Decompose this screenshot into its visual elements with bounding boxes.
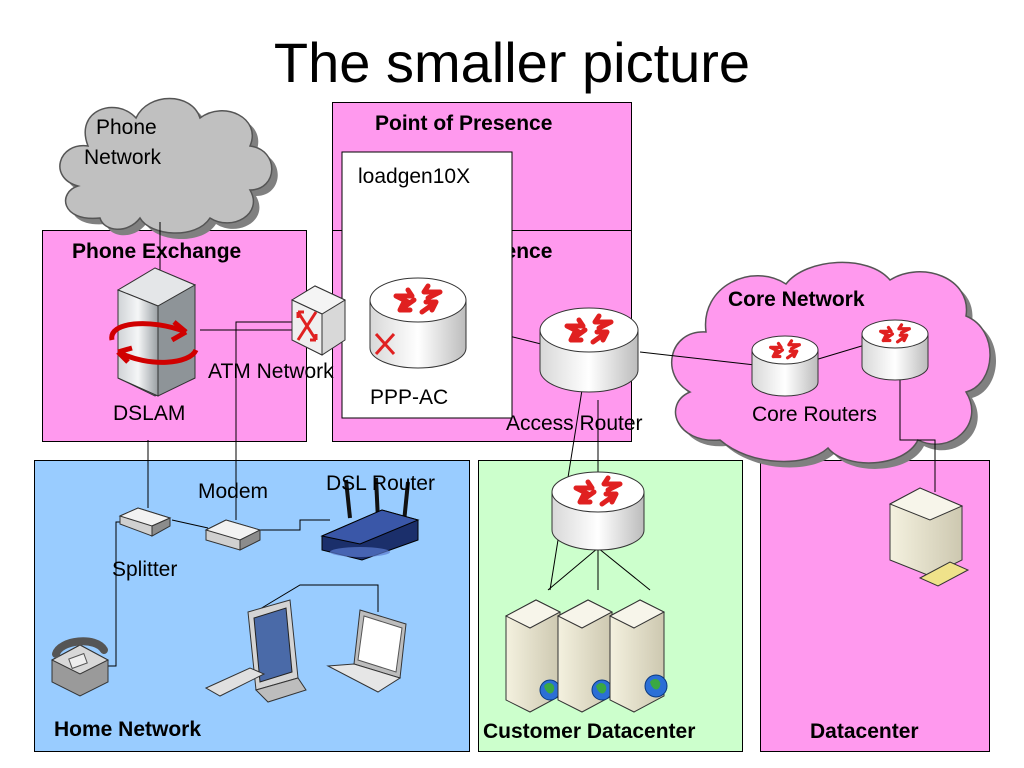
customer-router-icon <box>551 471 645 551</box>
splitter-icon <box>118 507 172 537</box>
core-router-1-icon <box>751 335 819 397</box>
telephone-icon <box>50 637 110 697</box>
dslam-icon <box>109 267 199 397</box>
dsl-router-icon <box>320 477 420 561</box>
core-network-cloud <box>671 261 997 469</box>
modem-icon <box>204 519 262 551</box>
ppp-ac-label: PPP-AC <box>370 386 449 409</box>
core-network-label: Core Network <box>728 288 865 311</box>
dsl-router-label: DSL Router <box>326 472 435 495</box>
datacenter-label: Datacenter <box>810 720 919 743</box>
datacenter-server-icon <box>888 487 970 587</box>
home-network-label: Home Network <box>54 718 202 741</box>
core-router-2-icon <box>861 319 929 381</box>
customer-server-3-icon <box>608 599 668 713</box>
phone-network-label-line1: Phone <box>96 116 157 139</box>
atm-switch-icon <box>290 285 347 356</box>
customer-server-2-icon <box>556 599 614 713</box>
slide-title: The smaller picture <box>273 31 751 94</box>
ppp-ac-router-icon <box>369 277 467 369</box>
home-network-region <box>34 460 470 752</box>
phone-network-label-line2: Network <box>84 146 162 169</box>
dslam-label: DSLAM <box>113 402 186 425</box>
pop-back-label: Point of Presence <box>375 112 553 135</box>
phone-exchange-label: Phone Exchange <box>72 240 242 263</box>
laptop-icon <box>326 609 407 693</box>
loadgen-label: loadgen10X <box>358 165 471 188</box>
phone-network-cloud <box>59 97 278 240</box>
core-routers-label: Core Routers <box>752 403 877 426</box>
access-router-label: Access Router <box>506 412 643 435</box>
access-router-icon <box>539 307 639 393</box>
customer-server-1-icon <box>504 599 562 713</box>
atm-network-label: ATM Network <box>208 360 334 383</box>
splitter-label: Splitter <box>112 558 178 581</box>
modem-label: Modem <box>198 480 269 503</box>
customer-datacenter-label: Customer Datacenter <box>483 720 696 743</box>
desktop-computer-icon <box>204 599 307 703</box>
